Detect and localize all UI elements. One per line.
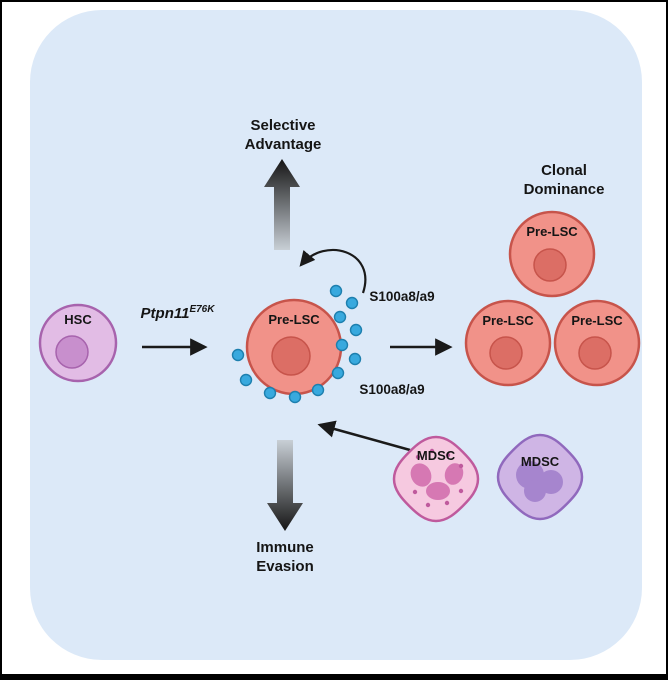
s100-molecule-dot — [349, 323, 363, 337]
granule-dot — [444, 500, 450, 506]
s100-molecule-dot — [231, 348, 245, 362]
s100-lower-label: S100a8/a9 — [359, 382, 425, 397]
autocrine-curved-arrow-icon — [299, 248, 367, 294]
mutation-gene-text: Ptpn11 — [140, 305, 190, 322]
clone-cells — [464, 210, 641, 387]
hsc-cell — [38, 303, 118, 383]
s100-molecule-dot — [333, 310, 347, 324]
s100-molecule-dot — [239, 373, 253, 387]
mutation-label: Ptpn11E76K — [130, 304, 225, 324]
prelsc-cell-label: Pre-LSC — [268, 312, 320, 327]
mdsc-purple-label: MDSC — [520, 454, 560, 469]
s100-upper-label: S100a8/a9 — [369, 289, 435, 304]
mdsc-purple-nucleus — [516, 461, 563, 502]
s100-molecule-dot — [329, 284, 343, 298]
selective-advantage-label: Selective Advantage — [244, 117, 322, 153]
clone-cell-right-label: Pre-LSC — [571, 313, 623, 328]
immune-evasion-label: Immune Evasion — [256, 539, 314, 575]
mdsc-pink-cell — [392, 435, 480, 523]
mdsc-pink-nucleus-lobe — [444, 463, 464, 485]
granule-dot — [458, 463, 464, 469]
s100-molecule-dot — [331, 366, 345, 380]
clone-cell-top-label: Pre-LSC — [526, 224, 578, 239]
mdsc-pink-nucleus-lobe — [426, 482, 450, 500]
clone-cell-left-nucleus — [489, 336, 523, 370]
mutation-superscript-text: E76K — [189, 304, 215, 315]
s100-molecule-dot — [288, 390, 302, 404]
s100-molecule-dot — [345, 296, 359, 310]
granule-dot — [412, 489, 418, 495]
s100-molecule-dot — [348, 352, 362, 366]
arrow-layer — [142, 248, 453, 452]
clonal-dominance-label: Clonal Dominance — [523, 162, 605, 198]
mdsc-pink-granules — [412, 448, 464, 508]
granule-dot — [415, 454, 421, 460]
mdsc-pink-body — [392, 435, 480, 523]
granule-dot — [458, 488, 464, 494]
clone-cell-top-nucleus — [533, 248, 567, 282]
prelsc-cell-nucleus — [271, 336, 311, 376]
mdsc-pink-label: MDSC — [416, 448, 456, 463]
clone-cell-left-label: Pre-LSC — [482, 313, 534, 328]
granule-dot — [445, 452, 451, 458]
s100-molecule-dot — [335, 338, 349, 352]
granule-dot — [429, 448, 435, 454]
arrow-mdsc-to-prelsc-icon — [317, 420, 411, 452]
clone-cell-right-nucleus — [578, 336, 612, 370]
immune-evasion-arrow-icon — [267, 440, 303, 531]
mdsc-pink-nucleus — [410, 463, 464, 500]
mdsc-pink-nucleus-lobe — [410, 463, 432, 487]
s100-molecule-dot — [263, 386, 277, 400]
s100-molecule-dot — [311, 383, 325, 397]
granule-dot — [425, 502, 431, 508]
mdsc-purple-cell — [496, 433, 584, 521]
selective-advantage-arrow-icon — [264, 159, 300, 250]
hsc-cell-nucleus — [55, 335, 89, 369]
s100-molecule-dots — [231, 284, 363, 404]
hsc-cell-label: HSC — [64, 312, 92, 327]
mdsc-purple-nucleus-lobe — [524, 480, 546, 502]
